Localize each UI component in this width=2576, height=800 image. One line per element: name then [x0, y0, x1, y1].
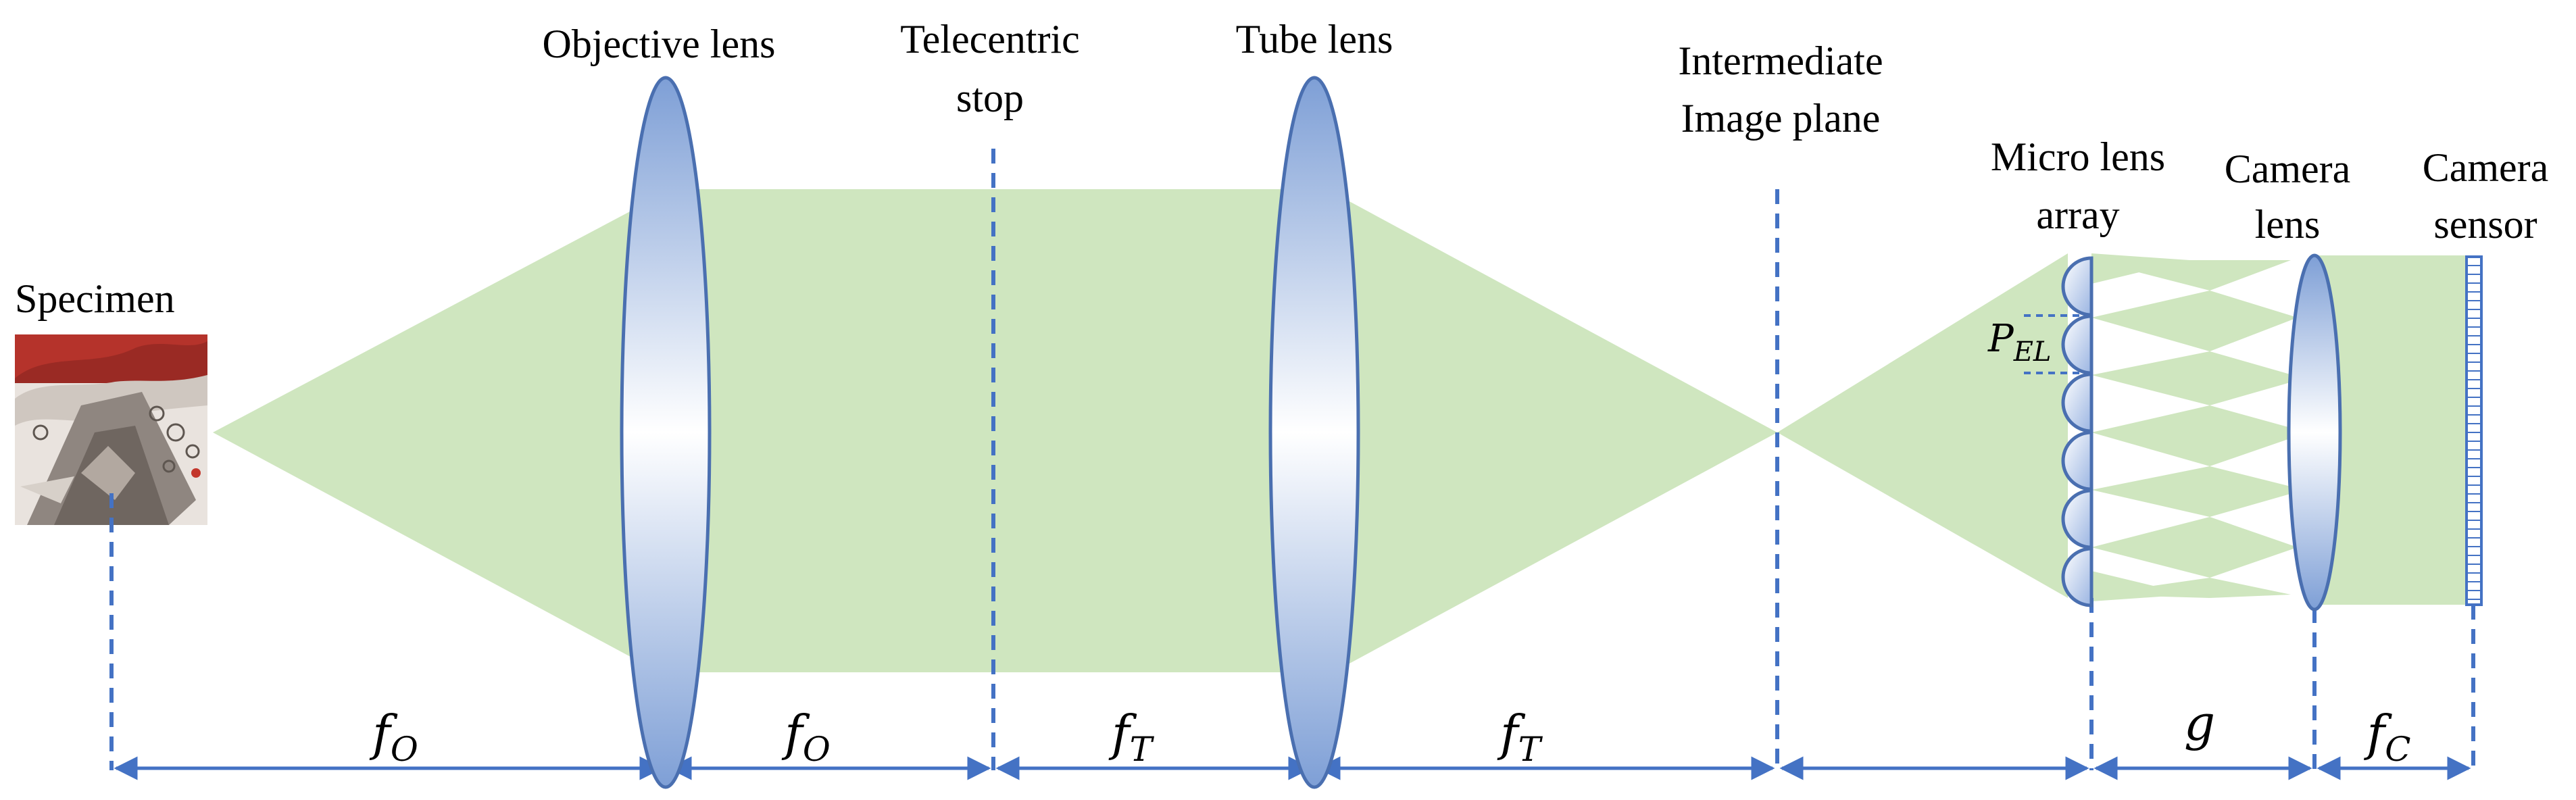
- beam-mla-to-camera-diamond-5: [2091, 466, 2304, 517]
- intermediate-image-plane-label-line2: Image plane: [1681, 96, 1881, 141]
- beam-mla-to-camera-diamond-2: [2091, 291, 2298, 351]
- micro-lenslet-5: [2061, 489, 2094, 549]
- distance-label-g: g: [2184, 695, 2215, 751]
- beam-camera-to-sensor: [2311, 255, 2467, 605]
- specimen-label: Specimen: [15, 276, 175, 321]
- light-beam: [213, 182, 2467, 682]
- beam-collimated: [666, 189, 1314, 672]
- micro-lens-array: [2061, 256, 2094, 607]
- beam-tube-to-image-plane: [1314, 182, 1777, 682]
- beam-mla-outer-bottom: [2091, 571, 2189, 601]
- distance-label-ft-1: fT: [1108, 705, 1155, 769]
- beam-specimen-to-objective: [213, 193, 666, 676]
- intermediate-image-plane-label-line1: Intermediate: [1678, 39, 1883, 83]
- tube-lens-label: Tube lens: [1236, 17, 1393, 61]
- camera-sensor-label-line1: Camera: [2423, 145, 2549, 190]
- micro-lenslet-2: [2061, 314, 2094, 375]
- tube-lens: [1268, 76, 1360, 789]
- camera-lens: [2287, 253, 2342, 611]
- micro-lens-array-label-line1: Micro lens: [1991, 134, 2165, 179]
- telecentric-stop-label-line2: stop: [956, 76, 1024, 120]
- objective-lens-label: Objective lens: [543, 22, 776, 66]
- objective-lens: [620, 76, 712, 789]
- distance-label-fc: fC: [2364, 705, 2411, 769]
- beam-image-plane-to-mla: [1777, 253, 2068, 598]
- micro-lenslet-6: [2061, 547, 2094, 607]
- beam-mla-outer-top: [2091, 253, 2189, 284]
- camera-sensor: [2465, 255, 2483, 606]
- pitch-label: PEL: [1987, 317, 2051, 368]
- beam-mla-to-camera-diamond-4: [2091, 405, 2308, 466]
- micro-lenslet-4: [2061, 430, 2094, 491]
- beam-mla-to-camera-diamond-3: [2091, 351, 2304, 405]
- distance-label-fo-1: fO: [369, 705, 418, 769]
- specimen-image: [15, 334, 207, 525]
- camera-lens-label-line1: Camera: [2225, 147, 2351, 191]
- micro-lenslet-1: [2061, 256, 2094, 317]
- distance-label-ft-2: fT: [1497, 705, 1543, 769]
- distance-label-fo-2: fO: [781, 705, 831, 769]
- micro-lenslet-3: [2061, 372, 2094, 433]
- camera-sensor-label-line2: sensor: [2433, 202, 2537, 247]
- micro-lens-array-label-line2: array: [2036, 193, 2119, 237]
- camera-lens-label-line2: lens: [2255, 202, 2321, 247]
- beam-mla-to-camera-diamond-6: [2091, 517, 2298, 578]
- telecentric-stop-label-line1: Telecentric: [900, 17, 1080, 61]
